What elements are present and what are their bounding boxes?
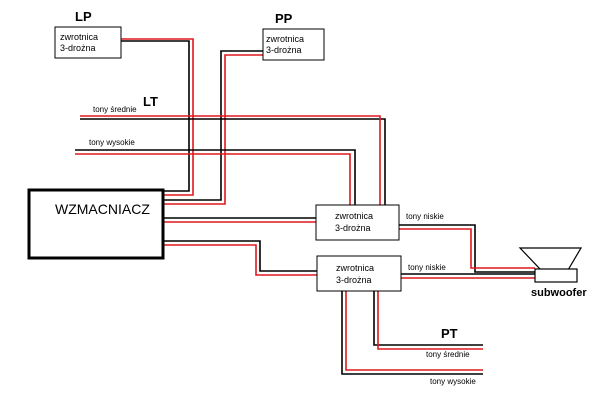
wire-lt-low-black: [399, 224, 535, 273]
label-pt: PT: [441, 326, 458, 341]
crossover-pp: zwrotnica 3-drożna: [262, 28, 325, 61]
wire-lt-low-red: [399, 228, 535, 269]
crossover-lt: zwrotnica 3-drożna: [315, 204, 400, 241]
subwoofer-body: [534, 268, 578, 283]
crossover-lp-line2: 3-drożna: [60, 43, 96, 53]
subwoofer: subwoofer: [518, 247, 587, 299]
crossover-pp-line2: 3-drożna: [266, 45, 302, 55]
subwoofer-cone-icon: [518, 247, 583, 271]
wire-pt-high-black: [341, 291, 483, 375]
wire-lt-high-black: [75, 149, 356, 205]
wire-amp-pt-black: [163, 240, 317, 272]
crossover-pt: zwrotnica 3-drożna: [316, 255, 402, 292]
wire-amp-pt-red: [163, 244, 317, 276]
wire-label-pt-low: tony niskie: [408, 263, 446, 272]
wire-pt-mid-black: [373, 291, 483, 346]
wire-label-pt-mid: tony średnie: [426, 350, 470, 359]
amplifier: WZMACNIACZ: [27, 188, 165, 260]
amplifier-label: WZMACNIACZ: [55, 201, 150, 217]
wires: [75, 38, 535, 375]
wire-lt-high-red: [75, 153, 351, 205]
wire-label-lt-high: tony wysokie: [89, 138, 135, 147]
crossover-pp-line1: zwrotnica: [266, 34, 304, 44]
wire-lt-mid-red: [80, 115, 381, 205]
wire-label-lt-mid: tony średnie: [93, 105, 137, 114]
crossover-pt-line1: zwrotnica: [336, 263, 374, 273]
wire-pp-red: [163, 54, 263, 205]
label-lt: LT: [143, 94, 158, 109]
wire-label-lt-low: tony niskie: [406, 212, 444, 221]
crossover-lt-line2: 3-drożna: [335, 223, 371, 233]
wire-pp-black: [163, 50, 263, 201]
crossover-pt-line2: 3-drożna: [336, 275, 372, 285]
subwoofer-label: subwoofer: [531, 287, 587, 299]
wire-label-pt-high: tony wysokie: [430, 377, 476, 386]
label-lp: LP: [75, 9, 92, 24]
crossover-lp: zwrotnica 3-drożna: [54, 26, 122, 59]
wire-lp-red: [121, 38, 194, 196]
label-pp: PP: [275, 11, 293, 26]
wire-pt-mid-red: [377, 291, 483, 350]
crossover-lp-line1: zwrotnica: [60, 32, 98, 42]
wire-lt-mid-black: [80, 118, 386, 205]
wire-pt-high-red: [345, 291, 483, 371]
crossover-lt-line1: zwrotnica: [335, 211, 373, 221]
